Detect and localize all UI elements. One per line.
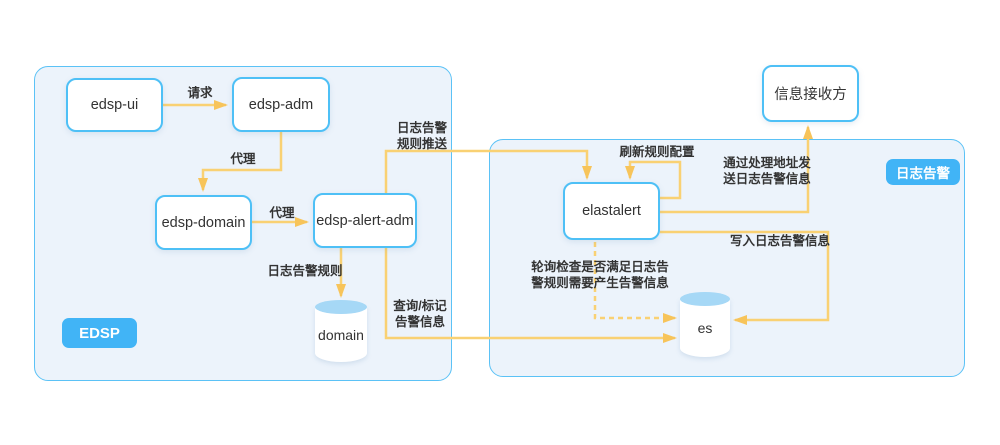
edge-label-write-alert: 写入日志告警信息 xyxy=(729,233,831,248)
node-message-receiver-label: 信息接收方 xyxy=(774,87,847,103)
database-cylinder-top xyxy=(680,292,730,306)
database-domain: domain xyxy=(315,300,367,362)
database-es-label: es xyxy=(680,299,730,357)
node-edsp-domain: edsp-domain xyxy=(155,195,252,250)
edge-label-send-via-handler: 通过处理地址发 送日志告警信息 xyxy=(723,155,811,186)
node-edsp-adm-label: edsp-adm xyxy=(248,96,314,113)
edge-label-proxy-2: 代理 xyxy=(269,205,295,220)
database-cylinder-top xyxy=(315,300,367,314)
log-alert-group-badge: 日志告警 xyxy=(886,159,960,185)
edge-label-refresh-rules: 刷新规则配置 xyxy=(619,144,695,159)
node-edsp-alert-adm: edsp-alert-adm xyxy=(313,193,417,248)
database-es: es xyxy=(680,292,730,357)
node-edsp-alert-adm-label: edsp-alert-adm xyxy=(316,212,414,229)
node-edsp-adm: edsp-adm xyxy=(232,77,330,132)
node-message-receiver: 信息接收方 xyxy=(762,65,859,122)
node-elastalert: elastalert xyxy=(563,182,660,240)
edge-label-poll-check: 轮询检查是否满足日志告 警规则需要产生告警信息 xyxy=(531,259,669,290)
edge-label-proxy-1: 代理 xyxy=(230,151,256,166)
node-edsp-ui: edsp-ui xyxy=(66,78,163,132)
node-edsp-domain-label: edsp-domain xyxy=(161,214,246,231)
edge-label-rule-push: 日志告警 规则推送 xyxy=(396,120,448,151)
edsp-group-badge: EDSP xyxy=(62,318,137,348)
node-elastalert-label: elastalert xyxy=(582,203,641,219)
edge-label-request: 请求 xyxy=(187,85,213,100)
database-domain-label: domain xyxy=(315,307,367,362)
edge-label-log-alert-rule: 日志告警规则 xyxy=(267,263,343,278)
edge-label-query-mark: 查询/标记 告警信息 xyxy=(393,298,447,329)
node-edsp-ui-label: edsp-ui xyxy=(90,97,139,113)
